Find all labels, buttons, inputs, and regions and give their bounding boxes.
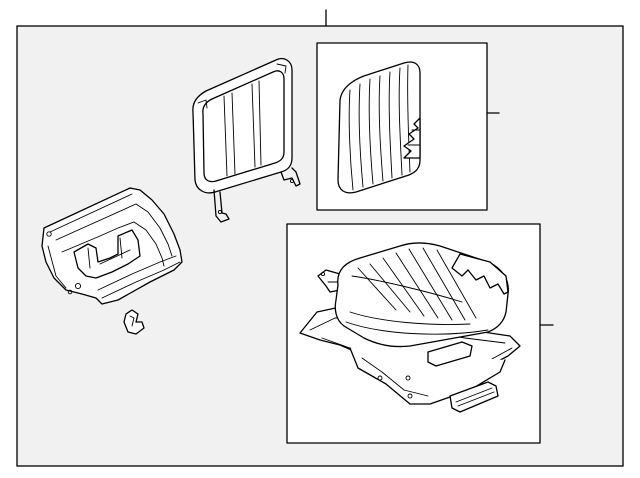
seat-back-cushion[interactable] bbox=[337, 61, 421, 194]
seat-base-housing[interactable] bbox=[41, 187, 183, 305]
seat-clip[interactable] bbox=[123, 309, 145, 335]
seat-back-frame[interactable] bbox=[192, 57, 301, 223]
seat-cushion-assembly[interactable] bbox=[299, 242, 521, 413]
